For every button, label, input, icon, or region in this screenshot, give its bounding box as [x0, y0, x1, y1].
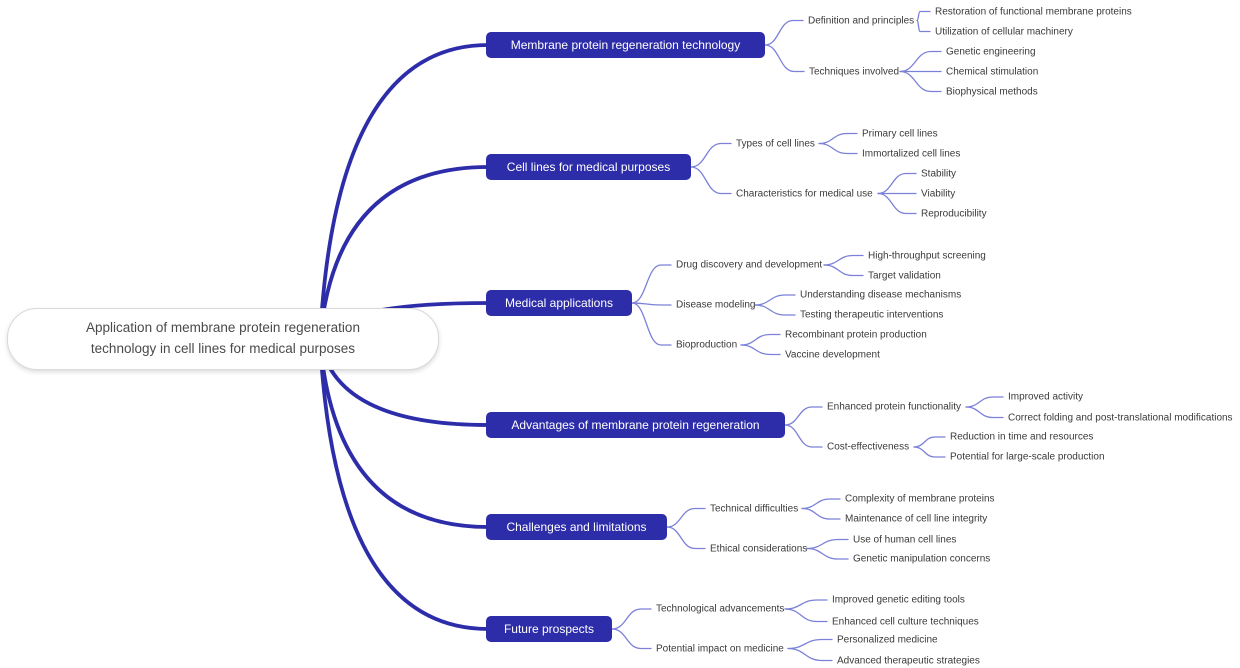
node-link	[913, 436, 946, 448]
root-branch-link	[318, 338, 490, 529]
node-link	[965, 396, 1004, 408]
node-link	[764, 19, 804, 46]
detail-label[interactable]: Potential for large-scale production	[950, 451, 1105, 463]
detail-label[interactable]: Correct folding and post-translational m…	[1008, 411, 1233, 423]
detail-label[interactable]: Understanding disease mechanisms	[800, 289, 962, 301]
node-link	[690, 142, 732, 168]
detail-label[interactable]: Use of human cell lines	[853, 533, 957, 545]
detail-label[interactable]: Restoration of functional membrane prote…	[935, 5, 1132, 17]
detail-label[interactable]: Testing therapeutic interventions	[800, 309, 944, 321]
subtopic-label[interactable]: Drug discovery and development	[676, 259, 823, 271]
subtopic-label[interactable]: Characteristics for medical use	[736, 187, 873, 199]
subtopic-label[interactable]: Disease modeling	[676, 299, 756, 311]
root-node[interactable]: Application of membrane protein regenera…	[7, 308, 439, 370]
node-link	[899, 50, 942, 73]
detail-label[interactable]: High-throughput screening	[868, 249, 986, 261]
subtopic-label[interactable]: Types of cell lines	[736, 137, 815, 149]
root-node-label: Application of membrane protein regenera…	[86, 320, 360, 356]
subtopic-label[interactable]: Ethical considerations	[710, 542, 808, 554]
detail-label[interactable]: Primary cell lines	[862, 127, 938, 139]
detail-label[interactable]: Complexity of membrane proteins	[845, 493, 995, 505]
detail-label[interactable]: Reproducibility	[921, 207, 987, 219]
subtopic-label[interactable]: Bioproduction	[676, 339, 738, 351]
node-link	[823, 264, 864, 277]
root-branch-link	[318, 338, 490, 631]
detail-label[interactable]: Genetic engineering	[946, 45, 1036, 57]
node-link	[631, 302, 672, 306]
node-link	[801, 507, 841, 520]
root-branch-link	[318, 43, 490, 342]
node-link	[666, 526, 706, 550]
detail-label[interactable]: Vaccine development	[785, 348, 880, 360]
detail-label[interactable]: Chemical stimulation	[946, 65, 1039, 77]
subtopic-label[interactable]: Enhanced protein functionality	[827, 401, 961, 413]
node-link	[611, 608, 652, 630]
node-link	[818, 132, 858, 145]
detail-label[interactable]: Advanced therapeutic strategies	[837, 654, 980, 666]
detail-label[interactable]: Improved genetic editing tools	[832, 594, 965, 606]
node-link	[666, 507, 706, 528]
node-link	[916, 19, 931, 33]
detail-label[interactable]: Maintenance of cell line integrity	[845, 513, 988, 525]
node-link	[690, 166, 732, 195]
node-link	[631, 302, 672, 346]
subtopic-label[interactable]: Cost-effectiveness	[827, 441, 910, 453]
subtopic-label[interactable]: Technical difficulties	[710, 502, 799, 514]
node-link	[784, 406, 823, 426]
node-link	[754, 304, 796, 316]
node-link	[877, 172, 917, 195]
node-link	[611, 628, 652, 650]
node-link	[740, 333, 781, 346]
node-link	[784, 424, 823, 448]
detail-label[interactable]: Utilization of cellular machinery	[935, 25, 1073, 37]
subtopic-label[interactable]: Definition and principles	[808, 14, 915, 26]
detail-label[interactable]: Immortalized cell lines	[862, 147, 961, 159]
node-link	[806, 538, 849, 550]
detail-label[interactable]: Stability	[921, 167, 957, 179]
branch-node[interactable]: Cell lines for medical purposes	[486, 154, 691, 180]
node-link	[787, 638, 833, 650]
node-link	[823, 254, 864, 266]
node-link	[631, 264, 672, 304]
detail-label[interactable]: Improved activity	[1008, 391, 1084, 403]
subtopic-label[interactable]: Techniques involved	[809, 65, 900, 77]
node-link	[818, 142, 858, 155]
detail-label[interactable]: Biophysical methods	[946, 85, 1038, 97]
node-link	[877, 192, 917, 215]
branch-node[interactable]: Challenges and limitations	[486, 514, 667, 540]
detail-label[interactable]: Reduction in time and resources	[950, 431, 1094, 443]
node-link	[806, 547, 849, 560]
root-branch-link	[318, 165, 490, 342]
detail-label[interactable]: Personalized medicine	[837, 633, 938, 645]
detail-label[interactable]: Genetic manipulation concerns	[853, 553, 991, 565]
branch-node[interactable]: Medical applications	[486, 290, 632, 316]
subtopic-label[interactable]: Potential impact on medicine	[656, 642, 784, 654]
node-link	[754, 294, 796, 306]
node-link	[764, 44, 805, 73]
branch-node[interactable]: Membrane protein regeneration technology	[486, 32, 765, 58]
node-link	[784, 599, 828, 610]
node-link	[916, 10, 931, 22]
detail-label[interactable]: Enhanced cell culture techniques	[832, 615, 979, 627]
detail-label[interactable]: Recombinant protein production	[785, 328, 927, 340]
node-link	[899, 70, 942, 93]
node-link	[784, 608, 828, 623]
node-link	[965, 406, 1004, 419]
node-link	[740, 344, 781, 356]
node-link	[787, 647, 833, 662]
node-link	[801, 498, 841, 510]
node-link	[913, 446, 946, 458]
branch-node[interactable]: Advantages of membrane protein regenerat…	[486, 412, 785, 438]
detail-label[interactable]: Target validation	[868, 269, 941, 281]
detail-label[interactable]: Viability	[921, 187, 956, 199]
branch-node[interactable]: Future prospects	[486, 616, 612, 642]
subtopic-label[interactable]: Technological advancements	[656, 603, 785, 615]
